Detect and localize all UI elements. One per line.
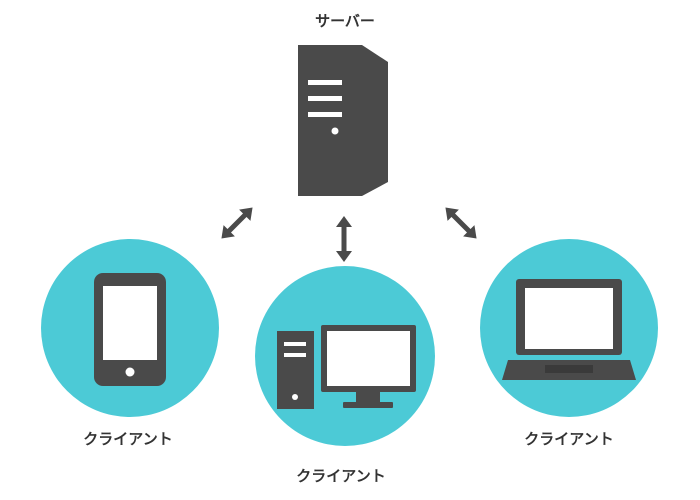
double-arrow-icon (336, 216, 352, 262)
double-arrow-icon (221, 207, 253, 239)
double-arrow-icon (445, 207, 477, 239)
server-label: サーバー (315, 12, 375, 30)
laptop-icon (502, 279, 636, 380)
client-label-left: クライアント (83, 430, 173, 448)
desktop-computer-icon (277, 325, 416, 409)
server-tower-icon (298, 45, 388, 196)
smartphone-icon (94, 273, 166, 386)
client-label-right: クライアント (524, 430, 614, 448)
client-label-center: クライアント (296, 467, 386, 485)
